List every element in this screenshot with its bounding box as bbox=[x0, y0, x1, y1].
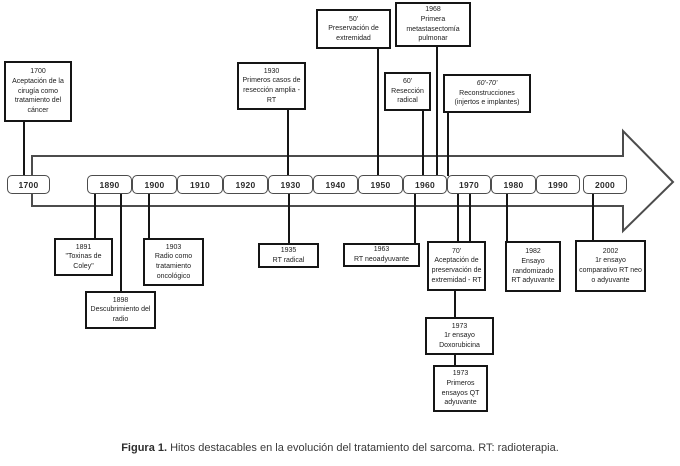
event-box-1968-metastasectomia: 1968 Primera metastasectomía pulmonar bbox=[395, 2, 471, 47]
connector-1700 bbox=[23, 121, 25, 176]
event-year: 60' bbox=[402, 78, 413, 86]
event-text: "Toxinas de Coley" bbox=[65, 253, 102, 270]
event-text: Primera metastasectomía pulmonar bbox=[406, 15, 460, 43]
event-year: 1973 bbox=[452, 370, 469, 378]
event-text: 1r ensayo comparativo RT neo o adyuvante bbox=[579, 257, 642, 284]
event-year: 2002 bbox=[602, 247, 619, 255]
timeline-year-1950: 1950 bbox=[358, 175, 403, 194]
connector-2002 bbox=[592, 192, 594, 241]
event-text: RT radical bbox=[272, 256, 305, 264]
timeline-year-1990: 1990 bbox=[536, 175, 580, 194]
event-year: 1935 bbox=[280, 246, 297, 254]
timeline-year-1920: 1920 bbox=[223, 175, 268, 194]
event-text: Ensayo randomizado RT adyuvante bbox=[511, 257, 555, 285]
connector-70s-right bbox=[469, 192, 471, 242]
timeline-year-1960: 1960 bbox=[403, 175, 447, 194]
timeline-year-1900: 1900 bbox=[132, 175, 177, 194]
event-box-1700-cirugia: 1700 Aceptación de la cirugía como trata… bbox=[4, 61, 72, 122]
timeline-year-1700: 1700 bbox=[7, 175, 50, 194]
event-box-50s-preservacion: 50' Preservación de extremidad bbox=[316, 9, 391, 49]
event-box-1935-rt-radical: 1935 RT radical bbox=[258, 243, 319, 268]
event-year: 1891 bbox=[75, 243, 92, 251]
event-text: Preservación de extremidad bbox=[328, 25, 379, 42]
event-text: RT neoadyuvante bbox=[353, 256, 409, 263]
connector-1973-qt bbox=[454, 354, 456, 366]
event-box-1898-descubrimiento-radio: 1898 Descubrimiento del radio bbox=[85, 291, 156, 329]
connector-1891 bbox=[94, 192, 96, 239]
connector-1930-top bbox=[287, 110, 289, 176]
connector-60s-70s bbox=[447, 112, 449, 176]
event-year: 1968 bbox=[425, 6, 441, 14]
event-text: 1r ensayo Doxorubicina bbox=[439, 332, 480, 349]
timeline-year-1970: 1970 bbox=[447, 175, 491, 194]
event-year: 1963 bbox=[373, 246, 390, 254]
event-box-1973-doxorubicina: 1973 1r ensayo Doxorubicina bbox=[425, 317, 494, 355]
timeline-year-1930: 1930 bbox=[268, 175, 313, 194]
figure-caption-label: Figura 1. bbox=[121, 442, 168, 454]
event-box-2002-ensayo-comparativo: 2002 1r ensayo comparativo RT neo o adyu… bbox=[575, 240, 646, 292]
event-box-60s70s-reconstrucciones: 60'-70' Reconstrucciones (injertos e imp… bbox=[443, 74, 531, 113]
event-text: Reconstrucciones (injertos e implantes) bbox=[454, 89, 520, 107]
connector-1898 bbox=[120, 192, 122, 292]
timeline-year-1980: 1980 bbox=[491, 175, 536, 194]
connector-1935 bbox=[288, 192, 290, 244]
event-box-1930-reseccion-amplia: 1930 Primeros casos de resección amplia … bbox=[237, 62, 306, 110]
event-text: Radio como tratamiento oncológico bbox=[154, 253, 193, 280]
figure-caption-text: Hitos destacables en la evolución del tr… bbox=[167, 442, 559, 454]
connector-1963 bbox=[414, 192, 416, 244]
event-year: 1903 bbox=[165, 243, 182, 251]
event-year: 1700 bbox=[30, 68, 46, 76]
event-box-1891-toxinas-coley: 1891 "Toxinas de Coley" bbox=[54, 238, 113, 276]
connector-1903 bbox=[148, 192, 150, 239]
timeline-year-1890: 1890 bbox=[87, 175, 132, 194]
event-year: 50' bbox=[348, 15, 359, 23]
connector-70s-left bbox=[457, 192, 459, 242]
event-box-1963-rt-neoadyuvante: 1963 RT neoadyuvante bbox=[343, 243, 420, 267]
event-text: Primeros ensayos QT adyuvante bbox=[441, 379, 480, 407]
event-year: 70' bbox=[451, 247, 462, 255]
connector-50s bbox=[377, 48, 379, 176]
event-text: Aceptación de preservación de extremidad… bbox=[431, 257, 482, 284]
event-year: 60'-70' bbox=[476, 80, 498, 88]
event-year: 1930 bbox=[263, 67, 280, 75]
connector-60s bbox=[422, 110, 424, 176]
figure-caption: Figura 1. Hitos destacables en la evoluc… bbox=[0, 442, 680, 454]
event-box-1973-qt-adyuvante: 1973 Primeros ensayos QT adyuvante bbox=[433, 365, 488, 412]
connector-1982 bbox=[506, 192, 508, 242]
event-box-60s-reseccion-radical: 60' Resección radical bbox=[384, 72, 431, 111]
event-year: 1973 bbox=[451, 322, 468, 330]
event-year: 1982 bbox=[525, 248, 541, 256]
connector-1973-doxo bbox=[454, 289, 456, 318]
event-text: Primeros casos de resección amplia - RT bbox=[242, 77, 301, 104]
event-box-70s-preservacion-rt: 70' Aceptación de preservación de extrem… bbox=[427, 241, 486, 291]
event-box-1903-radio-oncologico: 1903 Radio como tratamiento oncológico bbox=[143, 238, 204, 286]
event-text: Aceptación de la cirugía como tratamient… bbox=[12, 78, 64, 114]
timeline-year-2000: 2000 bbox=[583, 175, 627, 194]
event-year: 1898 bbox=[112, 296, 129, 304]
connector-1968 bbox=[436, 46, 438, 176]
event-text: Descubrimiento del radio bbox=[90, 306, 151, 323]
event-box-1982-ensayo-randomizado: 1982 Ensayo randomizado RT adyuvante bbox=[505, 241, 561, 292]
timeline-year-1910: 1910 bbox=[177, 175, 223, 194]
timeline-year-1940: 1940 bbox=[313, 175, 358, 194]
event-text: Resección radical bbox=[391, 87, 424, 105]
